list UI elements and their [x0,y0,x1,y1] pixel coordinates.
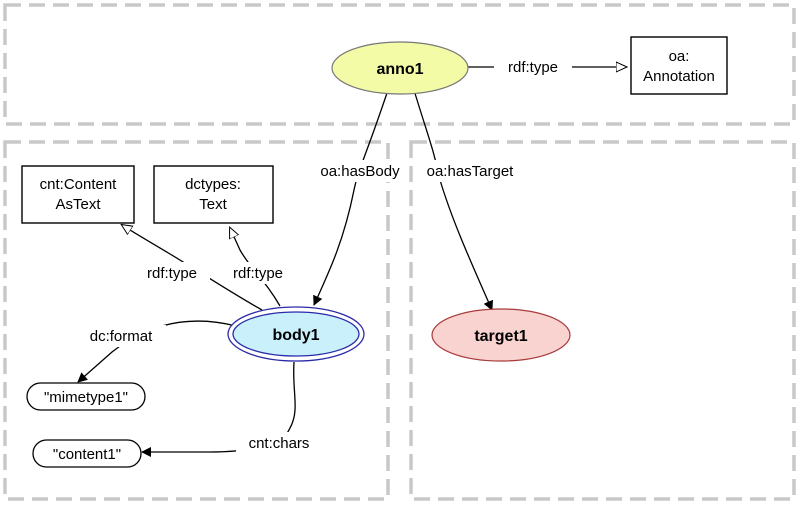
node-mimetype1-label: "mimetype1" [44,389,128,406]
edge-label-type-content: rdf:type [147,265,197,282]
edge-label-chars: cnt:chars [249,435,310,452]
node-dctypes-text [153,165,274,224]
node-dctypes-text-line2: Text [199,196,227,213]
edge-label-has-body: oa:hasBody [320,163,400,180]
edge-label-has-target: oa:hasTarget [427,163,515,180]
node-anno1-label: anno1 [376,61,423,78]
body-group-box [3,140,390,501]
edge-has-body [313,89,389,306]
node-mimetype1 [26,382,146,411]
node-anno1 [331,41,469,95]
node-oa-annotation-line2: Annotation [643,68,715,85]
node-body1-label: body1 [272,327,319,344]
edge-label-anno-type: rdf:type [508,59,558,76]
node-content1 [32,439,142,468]
node-cnt-content-as-text [21,165,135,224]
annotation-group-box [3,3,796,126]
node-target1-label: target1 [474,328,527,345]
edge-label-type-text: rdf:type [233,265,283,282]
edge-cnt-chars [141,361,296,457]
edge-body-type-content [122,225,263,311]
node-body1 [232,311,360,357]
node-target1 [431,308,571,362]
target-group-box [409,140,796,501]
node-oa-annotation-line1: oa: [669,48,690,65]
node-dctypes-text-line1: dctypes: [185,176,241,193]
node-cnt-content-as-text-line2: AsText [55,196,101,213]
node-cnt-content-as-text-line1: cnt:Content [40,176,118,193]
node-content1-label: "content1" [53,446,121,463]
edge-label-format: dc:format [90,328,153,345]
node-oa-annotation [630,36,728,95]
